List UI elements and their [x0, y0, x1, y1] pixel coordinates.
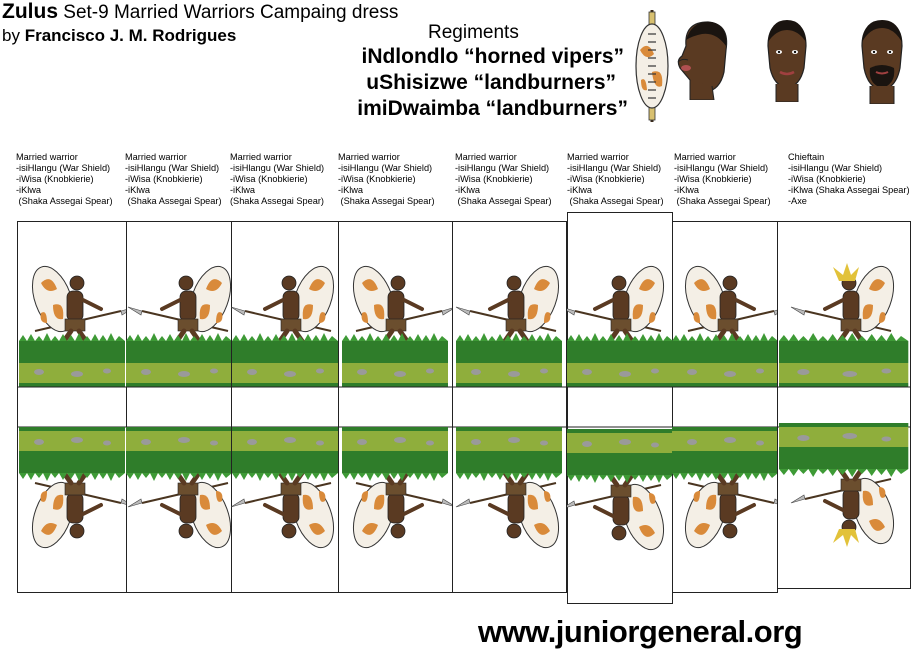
figure-card — [452, 221, 567, 593]
figure-label: Married warrior-isiHlangu (War Shield)-i… — [338, 152, 435, 206]
author-name: Francisco J. M. Rodrigues — [24, 26, 237, 45]
figure-label: Married warrior-isiHlangu (War Shield)-i… — [455, 152, 552, 206]
figure-card — [777, 221, 911, 589]
warrior-head-icon — [762, 18, 812, 102]
figure-label: Married warrior-isiHlangu (War Shield)-i… — [674, 152, 771, 206]
figure-card — [231, 221, 339, 593]
author-prefix: by — [2, 26, 25, 45]
figure-label: Married warrior-isiHlangu (War Shield)-i… — [567, 152, 664, 206]
figure-label: Married warrior-isiHlangu (War Shield)-i… — [230, 152, 325, 206]
figure-label: Married warrior-isiHlangu (War Shield)-i… — [16, 152, 113, 206]
author-line: by Francisco J. M. Rodrigues — [2, 26, 236, 46]
figure-label: Chieftain-isiHlangu (War Shield)-iWisa (… — [788, 152, 910, 206]
figure-card — [126, 221, 232, 593]
figure-label: Married warrior-isiHlangu (War Shield)-i… — [125, 152, 222, 206]
title-bold: Zulus — [2, 0, 58, 23]
regiment-name: iNdlondlo “horned vipers” — [361, 45, 624, 68]
zulu-shield-icon — [632, 10, 672, 122]
figure-card — [338, 221, 453, 593]
warrior-head-icon — [856, 18, 908, 104]
figure-card — [17, 221, 127, 593]
regiment-name: uShisizwe “landburners” — [366, 71, 616, 94]
site-url: www.juniorgeneral.org — [478, 614, 803, 649]
figure-card — [567, 212, 673, 604]
regiment-name: imiDwaimba “landburners” — [357, 97, 628, 120]
regiments-heading: Regiments — [428, 22, 519, 43]
figure-card — [672, 221, 778, 593]
title-rest: Set-9 Married Warriors Campaing dress — [58, 2, 399, 23]
page-title: Zulus Set-9 Married Warriors Campaing dr… — [2, 0, 398, 24]
warrior-head-icon — [672, 16, 736, 100]
